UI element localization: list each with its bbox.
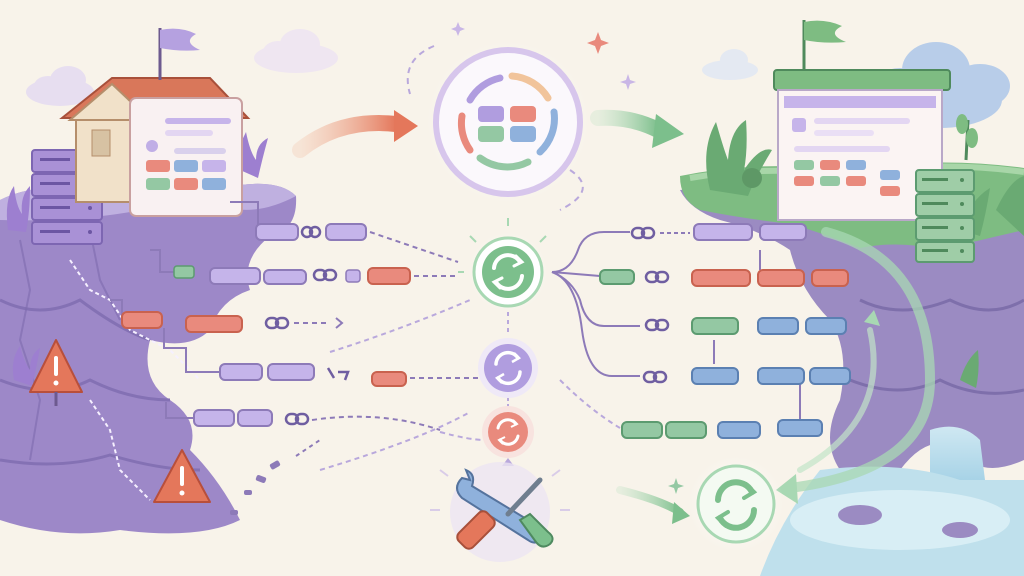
arrow-head [394, 110, 418, 142]
cloud-top [254, 29, 338, 73]
pipeline-row-r1 [630, 223, 807, 241]
arrow-to-dashboard [292, 115, 404, 158]
cloud-right-small [702, 49, 758, 80]
legacy-house-icon [59, 28, 251, 217]
server-stack-right-icon [915, 169, 975, 263]
sync-bottom-icon [688, 456, 784, 552]
arrow-head [864, 310, 880, 326]
chain-icon [644, 318, 670, 332]
broken-pieces [230, 439, 321, 515]
plants-left [6, 132, 268, 386]
broken-chain-icon [326, 367, 350, 381]
pipeline-row-r2 [599, 269, 849, 287]
chain-icon [642, 370, 668, 384]
pipeline-row-r4 [642, 367, 851, 385]
arrow-head [776, 474, 798, 504]
chain-icon [630, 226, 656, 240]
connectors-left [319, 299, 485, 471]
sync-hub-icon [458, 218, 558, 312]
pipeline-row-2 [173, 265, 458, 285]
sync-purple-icon [478, 338, 538, 398]
sync-red-icon [482, 406, 534, 458]
pipeline-row-r3 [644, 317, 847, 335]
pipeline-row-1 [255, 223, 459, 263]
chain-icon [284, 412, 310, 426]
return-arrows [785, 227, 936, 493]
warning-icon [153, 449, 211, 503]
pipeline-row-5 [193, 409, 441, 431]
chain-icon [300, 225, 322, 239]
modern-app-building-icon [773, 20, 951, 221]
legacy-pipelines [110, 201, 259, 419]
pipeline-row-3 [121, 311, 344, 333]
chain-icon [644, 270, 670, 284]
arrow-head [652, 114, 684, 148]
arrow-from-dashboard [590, 109, 666, 138]
warning-icon [29, 339, 83, 406]
wrench-screwdriver-icon [430, 462, 570, 562]
modern-pipelines [551, 231, 801, 420]
chain-icon [312, 268, 338, 282]
pipeline-row-4 [219, 363, 478, 387]
pipeline-row-r5 [559, 379, 823, 439]
chain-icon [264, 316, 290, 330]
modules-cycle-icon [426, 40, 590, 204]
cloud-left [26, 66, 94, 106]
